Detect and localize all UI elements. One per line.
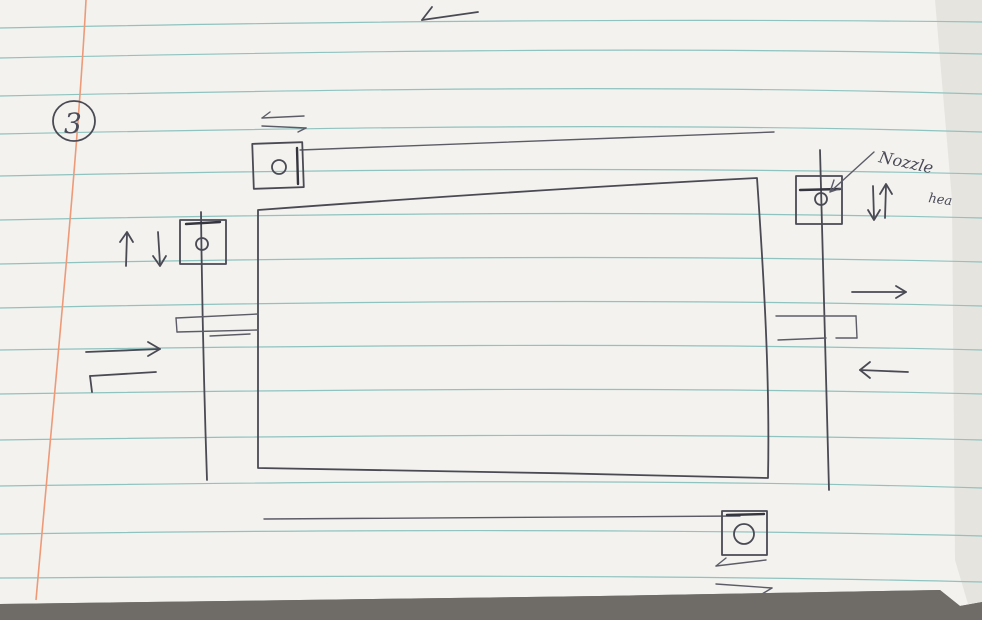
page-number: 3 xyxy=(64,107,82,140)
bottom-nozzle-bar xyxy=(727,514,764,515)
top-nozzle-bar xyxy=(297,148,298,184)
